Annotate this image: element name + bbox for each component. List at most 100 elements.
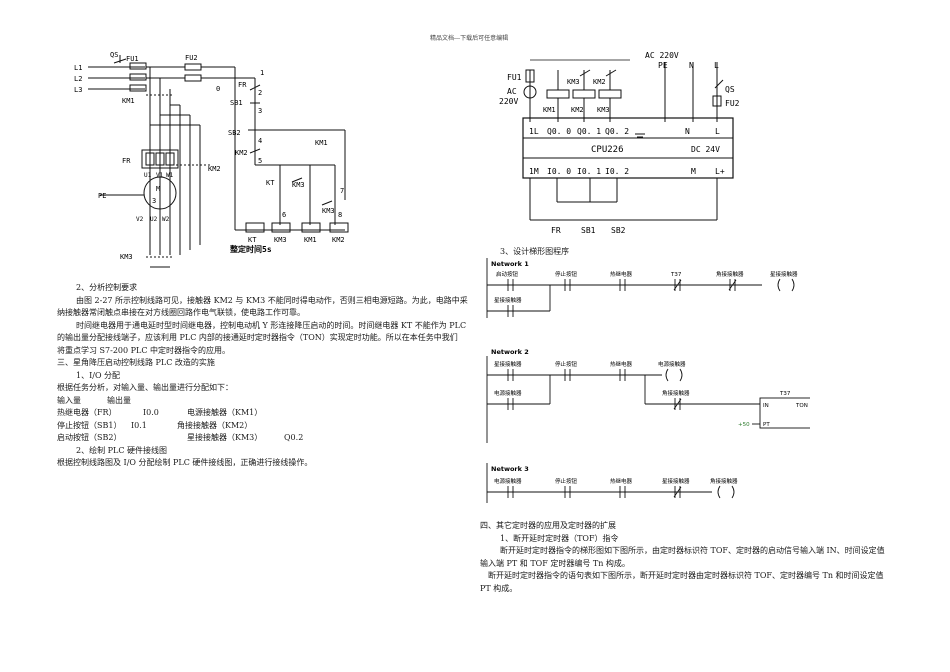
timer-t37-name: T37 — [779, 391, 791, 397]
label-fr-box: FR — [122, 157, 131, 165]
label-n2: 2 — [258, 89, 262, 97]
coil-kt-label: KT — [248, 236, 257, 244]
page-header: 精品文档---下载后可任意编辑 — [430, 35, 509, 42]
timer-in-label: IN — [763, 403, 769, 409]
n3-contact-thermal: 热继电器 — [610, 477, 633, 485]
plc-fr: FR — [551, 226, 561, 235]
plc-km1-coil: KM1 — [543, 106, 556, 114]
label-pe: PE — [98, 192, 106, 200]
analysis-paragraph-1b: 纳接触器常闭触点串接在对方线圈回路作电气联锁，使电路工作可靠。 — [57, 308, 305, 317]
label-l3: L3 — [74, 86, 82, 94]
tof-paragraph-1b: 输入端 PT 和 TOF 定时器编号 Tn 构成。 — [480, 558, 630, 568]
plc-dc24v: DC 24V — [691, 145, 720, 154]
plc-out-q02: Q0. 2 — [605, 127, 629, 136]
io-row-3-output: 星接接触器（KM3） — [187, 433, 263, 442]
n1-coil-star: 星接接触器 — [770, 270, 798, 278]
section-implementation-title: 三、星角降压启动控制线路 PLC 改造的实施 — [57, 358, 215, 367]
label-n5: 5 — [258, 157, 262, 165]
plc-km3-top: KM3 — [567, 78, 580, 86]
io-row-3-input: 启动按钮（SB2） — [57, 433, 122, 442]
label-fu1: FU1 — [126, 55, 139, 63]
io-row-1-output: 电源接触器（KM1） — [187, 408, 263, 417]
analysis-paragraph-1a: 由图 2-27 所示控制线路可见，接触器 KM2 与 KM3 不能同时得电动作，… — [76, 295, 468, 305]
label-km1-ctrl: KM1 — [315, 139, 328, 147]
network-3-title: Network 3 — [491, 465, 529, 473]
n1-contact-start: 启动按钮 — [496, 270, 519, 278]
n1-contact-thermal: 热继电器 — [610, 270, 633, 278]
label-n3: 3 — [258, 107, 262, 115]
label-sb2: SB2 — [228, 129, 241, 137]
n3-coil-delta: 角接接触器 — [710, 477, 738, 485]
label-motor-3: 3 — [152, 197, 156, 205]
plc-km2-top: KM2 — [593, 78, 606, 86]
plc-in-i00: I0. 0 — [547, 167, 571, 176]
n1-contact-delta: 角接接触器 — [716, 270, 744, 278]
n3-contact-star: 星接接触器 — [662, 477, 690, 485]
label-km1: KM1 — [122, 97, 135, 105]
plc-in-i02: I0. 2 — [605, 167, 629, 176]
label-motor-m: M — [156, 185, 160, 193]
plc-sb1: SB1 — [581, 226, 596, 235]
tof-paragraph-1a: 断开延时定时器指令的梯形图如下图所示，由定时器标识符 TOF、定时器的启动信号输… — [500, 546, 885, 555]
label-zero: 0 — [216, 85, 220, 93]
plc-km3-coil: KM3 — [597, 106, 610, 114]
ladder-diagram: Network 1 启动按钮 停止按钮 热继电器 T37 角接接触器 星接接触器… — [486, 258, 810, 503]
plc-ac-top: AC 220V — [645, 51, 679, 60]
section-analysis-title: 2、分析控制要求 — [76, 283, 138, 292]
star-delta-circuit-diagram: QS FU1 FU2 L1 L2 L3 KM1 0 FR 1 2 SB1 3 S… — [74, 51, 349, 268]
right-text-column: 四、其它定时器的应用及定时器的扩展 1、断开延时定时器（TOF）指令 断开延时定… — [480, 520, 885, 595]
label-n8: 8 — [338, 211, 342, 219]
plc-out-n: N — [685, 127, 690, 136]
hw-text: 根据控制线路图及 I/O 分配绘制 PLC 硬件接线图，正确进行接线操作。 — [57, 458, 313, 467]
plc-ac: AC — [507, 87, 517, 96]
n2-contact-power-hold: 电源接触器 — [494, 389, 522, 397]
coil-km2-label: KM2 — [332, 236, 345, 244]
label-kt: KT — [266, 179, 275, 187]
plc-km2-coil: KM2 — [571, 106, 584, 114]
n2-contact-thermal: 热继电器 — [610, 360, 633, 368]
label-km2-ctrl: KM2 — [235, 149, 248, 157]
io-row-1-addr: I0.0 — [143, 408, 159, 417]
analysis-paragraph-2a: 时间继电器用于通电延时型时间继电器，控制电动机 Y 形连接降压启动的时间。时间继… — [76, 320, 467, 330]
coil-km1-label: KM1 — [304, 236, 317, 244]
io-row-3-addr: Q0.2 — [284, 433, 304, 442]
label-n7: 7 — [340, 187, 344, 195]
label-fr: FR — [238, 81, 247, 89]
n1-contact-t37: T37 — [670, 272, 682, 278]
label-n4: 4 — [258, 137, 262, 145]
timer-preset-value: +50 — [738, 422, 750, 428]
plc-in-lplus: L+ — [715, 167, 725, 176]
network-2-title: Network 2 — [491, 348, 529, 356]
label-km3-main: KM3 — [120, 253, 133, 261]
plc-fu2: FU2 — [725, 99, 740, 108]
plc-in-m: M — [691, 167, 696, 176]
ladder-title: 3、设计梯形图程序 — [500, 247, 570, 256]
label-km3-ctrl: KM3 — [292, 181, 305, 189]
io-row-2-input: 停止按钮（SB1） — [57, 420, 122, 430]
n1-contact-stop: 停止按钮 — [555, 270, 578, 278]
label-sb1: SB1 — [230, 99, 243, 107]
plc-cpu-model: CPU226 — [591, 145, 624, 155]
label-km3-nc: KM3 — [322, 207, 335, 215]
label-u2: U2 — [150, 216, 158, 223]
plc-n: N — [689, 61, 694, 70]
label-v2: V2 — [136, 216, 144, 223]
n1-contact-star-hold: 星接接触器 — [494, 296, 522, 304]
label-n6: 6 — [282, 211, 286, 219]
plc-in-1m: 1M — [529, 167, 539, 176]
label-w2: W2 — [162, 216, 170, 223]
label-w1: W1 — [166, 172, 174, 179]
plc-sb2: SB2 — [611, 226, 626, 235]
network-1-title: Network 1 — [491, 260, 529, 268]
label-l1: L1 — [74, 64, 82, 72]
tof-paragraph-2b: PT 构成。 — [480, 583, 518, 593]
plc-in-i01: I0. 1 — [577, 167, 601, 176]
io-table: 输入量 输出量 热继电器（FR） I0.0 电源接触器（KM1） 停止按钮（SB… — [57, 395, 468, 445]
io-row-header-in: 输入量 — [57, 395, 81, 405]
io-title: 1、I/O 分配 — [76, 370, 121, 380]
n3-contact-power: 电源接触器 — [494, 477, 522, 485]
plc-out-q01: Q0. 1 — [577, 127, 601, 136]
plc-l: L — [714, 61, 719, 70]
n2-contact-stop: 停止按钮 — [555, 360, 578, 368]
label-l2: L2 — [74, 75, 82, 83]
